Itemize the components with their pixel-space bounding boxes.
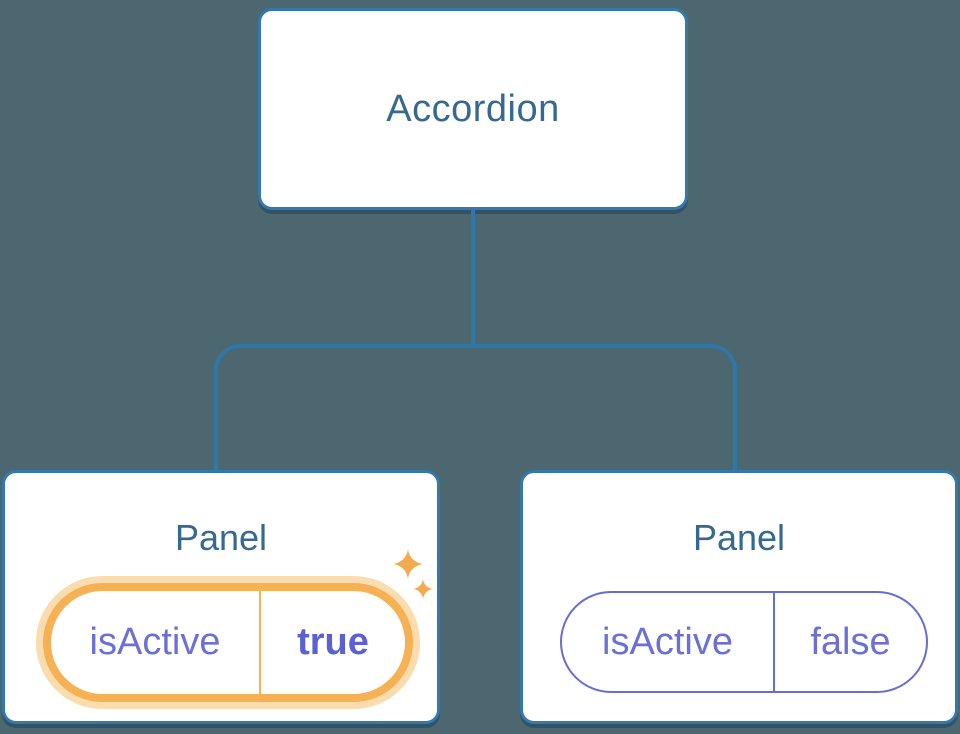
panel-node-label: Panel (692, 517, 786, 558)
prop-name-cell: isActive (51, 591, 259, 694)
sparkle-small-icon (413, 579, 433, 599)
sparkle-large-icon (393, 549, 423, 579)
connector-stem (471, 209, 475, 346)
prop-value: false (810, 620, 891, 663)
prop-pill-active: isActive true (43, 583, 413, 702)
prop-name-cell: isActive (562, 593, 773, 691)
prop-value: true (297, 621, 369, 663)
accordion-node: Accordion (258, 8, 688, 210)
panel-node-label: Panel (174, 517, 268, 558)
panel-node-inactive: Panel isActive false (520, 470, 958, 724)
connector-branch (214, 344, 737, 470)
prop-pill-highlight: isActive true (36, 576, 420, 709)
prop-name: isActive (89, 621, 221, 663)
prop-name: isActive (602, 620, 733, 663)
panel-node-active: Panel isActive true (2, 470, 440, 724)
prop-value-cell: false (773, 593, 926, 691)
prop-pill-inactive: isActive false (560, 591, 928, 693)
accordion-node-label: Accordion (386, 87, 560, 130)
prop-value-cell: true (259, 591, 405, 694)
